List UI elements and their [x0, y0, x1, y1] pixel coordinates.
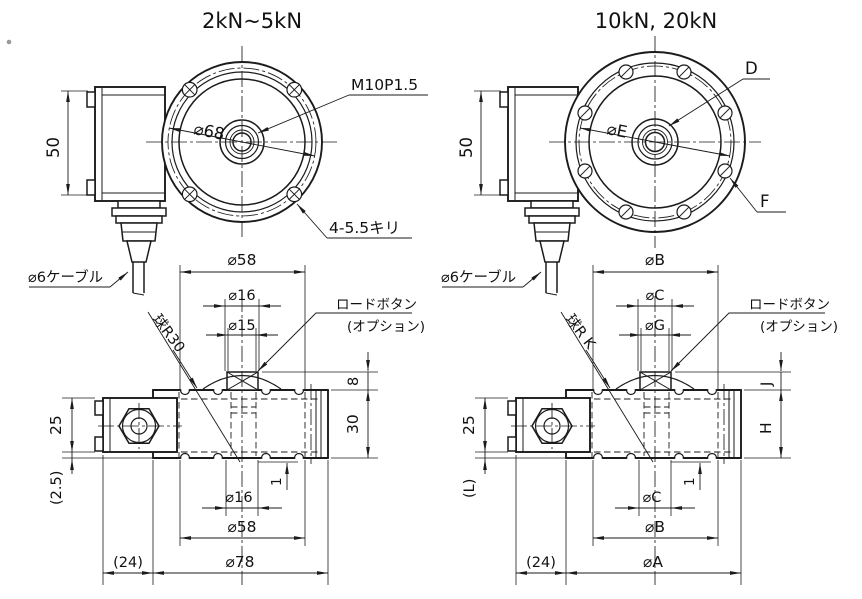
label-load-button-note-left: (オプション) [347, 319, 425, 335]
dim-recess-depth-left: 1 [269, 477, 285, 486]
title-left: 2kN~5kN [202, 9, 302, 33]
callout-cable-left: ⌀6ケーブル [28, 268, 103, 286]
dim-connector-offset-left: (2.5) [49, 471, 65, 505]
dim-flange-dia-right: ⌀A [643, 553, 663, 571]
callout-thread-left: M10P1.5 [351, 76, 418, 94]
label-sphere-left: 球R30 [149, 311, 188, 356]
dim-button-dia-right: ⌀C [646, 288, 665, 304]
callout-holes-right: F [760, 192, 770, 211]
label-load-button-left: ロードボタン [336, 297, 417, 313]
callout-thread-right: D [745, 59, 758, 78]
dim-boss-dia-left: ⌀15 [228, 318, 255, 334]
front-view-right [442, 36, 786, 295]
dim-recess-dia-right: ⌀C [643, 490, 662, 506]
bolt-holes-right [577, 64, 733, 220]
dim-connector-offset-right: (L) [462, 479, 478, 498]
dim-top-body-dia-left: ⌀58 [227, 251, 256, 269]
callout-cable-right: ⌀6ケーブル [441, 268, 516, 286]
dim-height-left: 50 [44, 137, 63, 158]
dim-boss-dia-right: ⌀G [645, 318, 665, 334]
callout-holes-left: 4-5.5キリ [329, 219, 400, 237]
dim-connector-height-right: 25 [460, 415, 478, 435]
bolt-holes-left [181, 81, 303, 203]
dim-protrusion-right: (24) [526, 555, 556, 571]
dim-bottom-body-dia-left: ⌀58 [227, 518, 256, 536]
front-view-left [29, 46, 428, 295]
print-dot [6, 39, 12, 45]
label-load-button-note-right: (オプション) [760, 319, 838, 335]
dim-bolt-circle-right: ⌀E [605, 119, 629, 142]
dim-button-height-right: J [759, 382, 775, 387]
dim-connector-height-left: 25 [47, 415, 65, 435]
dim-recess-depth-right: 1 [682, 477, 698, 486]
dim-bottom-body-dia-right: ⌀B [645, 518, 665, 536]
label-load-button-right: ロードボタン [749, 297, 830, 313]
dim-height-right: 50 [457, 137, 476, 158]
title-right: 10kN, 20kN [595, 9, 718, 33]
dim-flange-dia-left: ⌀78 [225, 553, 254, 571]
dim-button-dia-left: ⌀16 [228, 288, 255, 304]
dim-button-height-left: 8 [346, 377, 362, 386]
dim-body-height-left: 30 [344, 414, 362, 434]
dim-recess-dia-left: ⌀16 [225, 490, 252, 506]
dim-protrusion-left: (24) [113, 555, 143, 571]
dim-body-height-right: H [757, 422, 775, 434]
dim-top-body-dia-right: ⌀B [645, 251, 665, 269]
